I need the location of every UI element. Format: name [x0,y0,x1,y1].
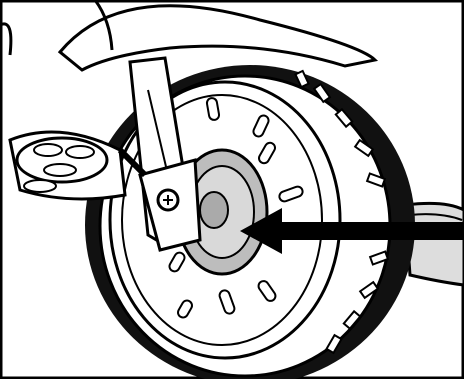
wheel-illustration [0,0,464,379]
illustration-frame [0,0,464,379]
